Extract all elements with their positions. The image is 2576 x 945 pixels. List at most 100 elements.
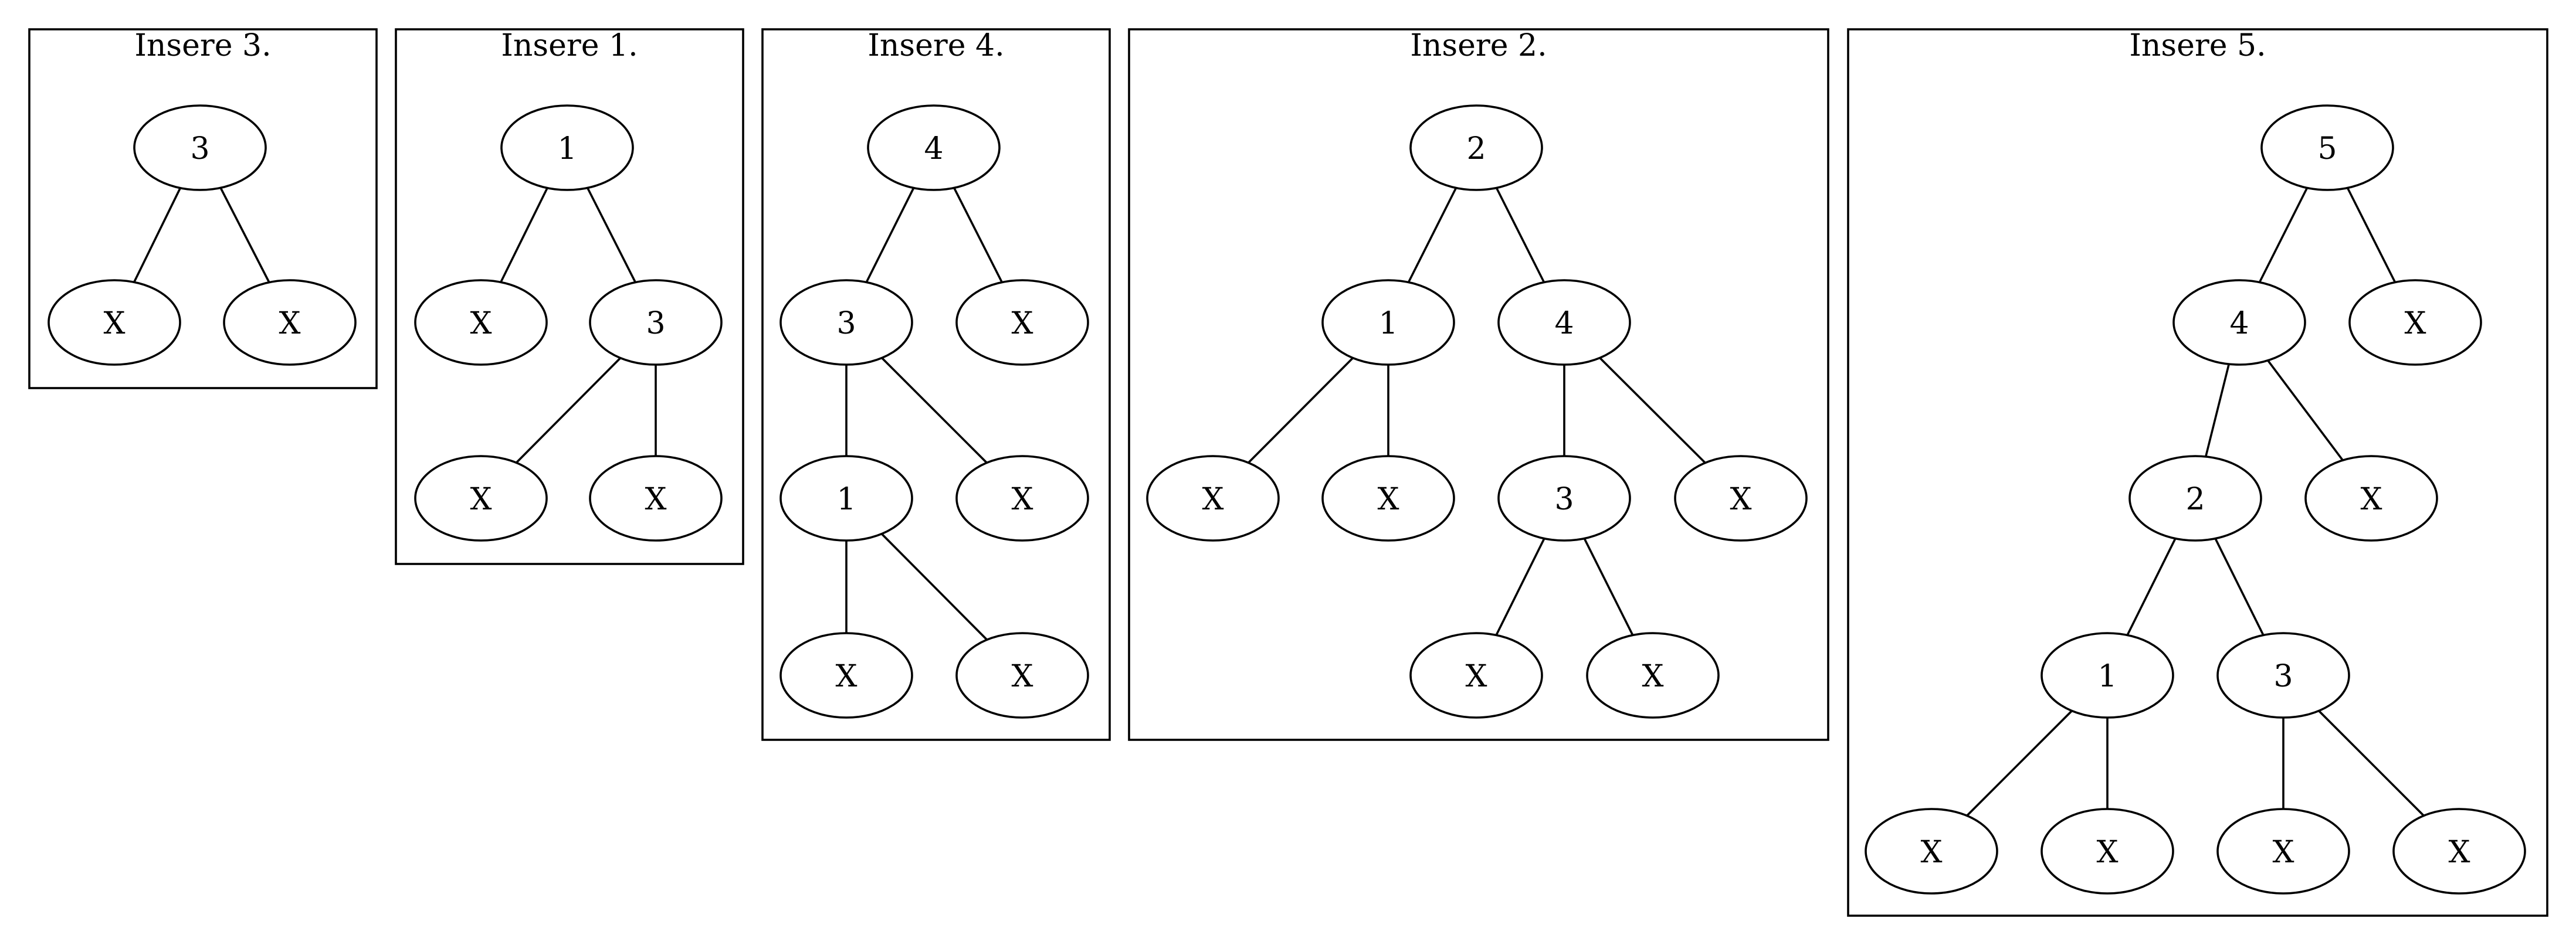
tree-edge — [881, 357, 988, 464]
node-ellipse — [2260, 104, 2394, 191]
leaf-node: X — [48, 279, 181, 366]
node-ellipse — [1865, 808, 1998, 895]
leaf-node: X — [2216, 808, 2350, 895]
node-ellipse — [2172, 279, 2306, 366]
node-label: X — [1642, 659, 1663, 694]
leaf-node: X — [779, 632, 913, 719]
tree-edge — [1966, 710, 2073, 817]
node-label: X — [2096, 835, 2118, 870]
tree-edge — [865, 187, 915, 283]
node-ellipse — [1674, 455, 1808, 542]
node-ellipse — [2041, 808, 2174, 895]
leaf-node: X — [955, 455, 1089, 542]
node-ellipse — [955, 632, 1089, 719]
tree-node: 3 — [133, 104, 267, 191]
leaf-node: X — [589, 455, 723, 542]
node-label: X — [470, 306, 492, 341]
leaf-node: X — [2041, 808, 2174, 895]
leaf-node: X — [1409, 632, 1543, 719]
node-ellipse — [779, 279, 913, 366]
tree-edge — [2267, 359, 2344, 461]
tree-node: 3 — [1497, 455, 1631, 542]
tree-node: 5 — [2260, 104, 2394, 191]
node-label: 1 — [2097, 659, 2117, 694]
node-label: X — [1465, 659, 1487, 694]
tree-node: 4 — [2172, 279, 2306, 366]
node-label: X — [1011, 306, 1033, 341]
tree-edge — [953, 187, 1003, 283]
node-label: 3 — [1554, 482, 1574, 517]
node-ellipse — [414, 455, 548, 542]
tree-edge — [1495, 538, 1545, 636]
node-ellipse — [1497, 279, 1631, 366]
node-ellipse — [2304, 455, 2438, 542]
node-ellipse — [589, 455, 723, 542]
leaf-node: X — [223, 279, 357, 366]
node-label: X — [2448, 835, 2470, 870]
panel-title: Insere 5. — [2129, 28, 2266, 63]
panel-frame — [1847, 28, 2548, 917]
tree-node: 1 — [779, 455, 913, 542]
tree-node: 3 — [2216, 632, 2350, 719]
panel-frame — [395, 28, 744, 565]
tree-edge — [2318, 710, 2425, 817]
leaf-node: X — [955, 632, 1089, 719]
leaf-node: X — [414, 279, 548, 366]
leaf-node: X — [2348, 279, 2482, 366]
node-ellipse — [48, 279, 181, 366]
node-label: 1 — [557, 131, 577, 166]
tree-node: 3 — [779, 279, 913, 366]
tree-edge — [1599, 357, 1706, 464]
node-ellipse — [414, 279, 548, 366]
node-label: 5 — [2317, 131, 2337, 166]
node-ellipse — [2128, 455, 2262, 542]
tree-edge — [1407, 187, 1458, 283]
tree-edge — [1583, 538, 1634, 636]
tree-node: 2 — [1409, 104, 1543, 191]
node-ellipse — [779, 632, 913, 719]
panel-title: Insere 3. — [134, 28, 271, 63]
leaf-node: X — [1674, 455, 1808, 542]
tree-node: 4 — [867, 104, 1001, 191]
panel-title: Insere 1. — [501, 28, 638, 63]
node-ellipse — [779, 455, 913, 542]
panel-frame — [761, 28, 1111, 741]
tree-edge — [2126, 538, 2177, 636]
node-label: X — [279, 306, 300, 341]
node-label: 3 — [646, 306, 665, 341]
node-label: 3 — [190, 131, 209, 166]
tree-edge — [516, 357, 621, 464]
tree-node: 4 — [1497, 279, 1631, 366]
node-ellipse — [2216, 632, 2350, 719]
node-ellipse — [1409, 632, 1543, 719]
node-ellipse — [2216, 808, 2350, 895]
node-label: X — [835, 659, 857, 694]
node-label: X — [1011, 659, 1033, 694]
tree-edge — [881, 533, 988, 641]
tree-edge — [219, 187, 270, 283]
tree-node: 1 — [2041, 632, 2174, 719]
node-label: 3 — [836, 306, 856, 341]
node-label: 4 — [924, 131, 943, 166]
tree-node: 1 — [1321, 279, 1455, 366]
node-ellipse — [2392, 808, 2526, 895]
panel-title: Insere 2. — [1410, 28, 1547, 63]
node-label: X — [470, 482, 492, 517]
node-label: 2 — [1466, 131, 1486, 166]
node-ellipse — [500, 104, 634, 191]
tree-node: 2 — [2128, 455, 2262, 542]
leaf-node: X — [2392, 808, 2526, 895]
node-ellipse — [1409, 104, 1543, 191]
tree-edge — [133, 187, 181, 283]
node-label: X — [2404, 306, 2426, 341]
tree-edge — [1495, 187, 1545, 283]
node-ellipse — [867, 104, 1001, 191]
tree-node: 3 — [589, 279, 723, 366]
node-label: 4 — [2229, 306, 2249, 341]
tree-panel: Insere 3. 3X X — [28, 28, 378, 389]
node-label: X — [1202, 482, 1223, 517]
node-label: X — [2360, 482, 2382, 517]
